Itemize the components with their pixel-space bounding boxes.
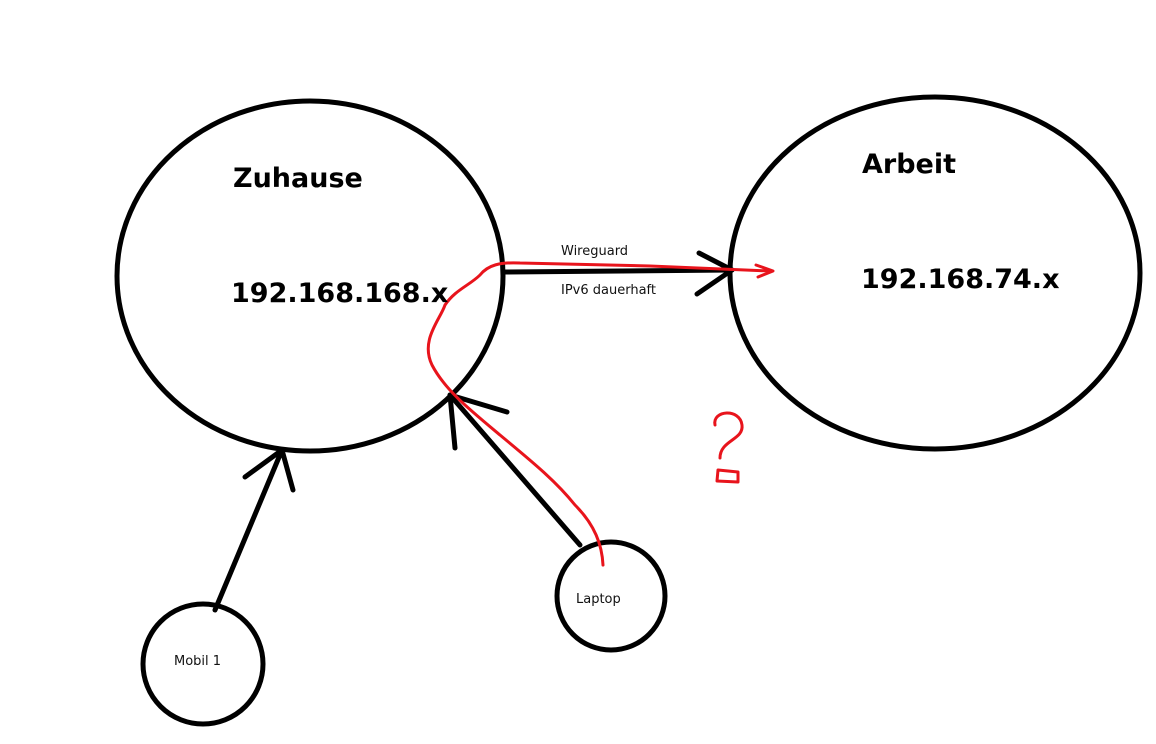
work-title: Arbeit xyxy=(862,149,957,180)
laptop-to-home-arrow xyxy=(447,392,583,548)
red-arrowhead xyxy=(754,263,775,279)
laptop-label: Laptop xyxy=(576,592,621,607)
question-mark-icon xyxy=(713,411,744,484)
home-network-ellipse xyxy=(114,98,506,454)
wireguard-label: Wireguard xyxy=(561,244,629,259)
red-route-path xyxy=(426,261,772,567)
laptop-node-circle xyxy=(554,539,668,653)
mobile-to-home-arrow xyxy=(212,447,296,613)
mobile-node-circle xyxy=(140,601,266,727)
home-subnet: 192.168.168.x xyxy=(231,278,449,309)
home-title: Zuhause xyxy=(233,163,363,194)
ipv6-label: IPv6 dauerhaft xyxy=(561,283,656,298)
mobile-label: Mobil 1 xyxy=(174,654,222,669)
work-subnet: 192.168.74.x xyxy=(861,264,1060,295)
